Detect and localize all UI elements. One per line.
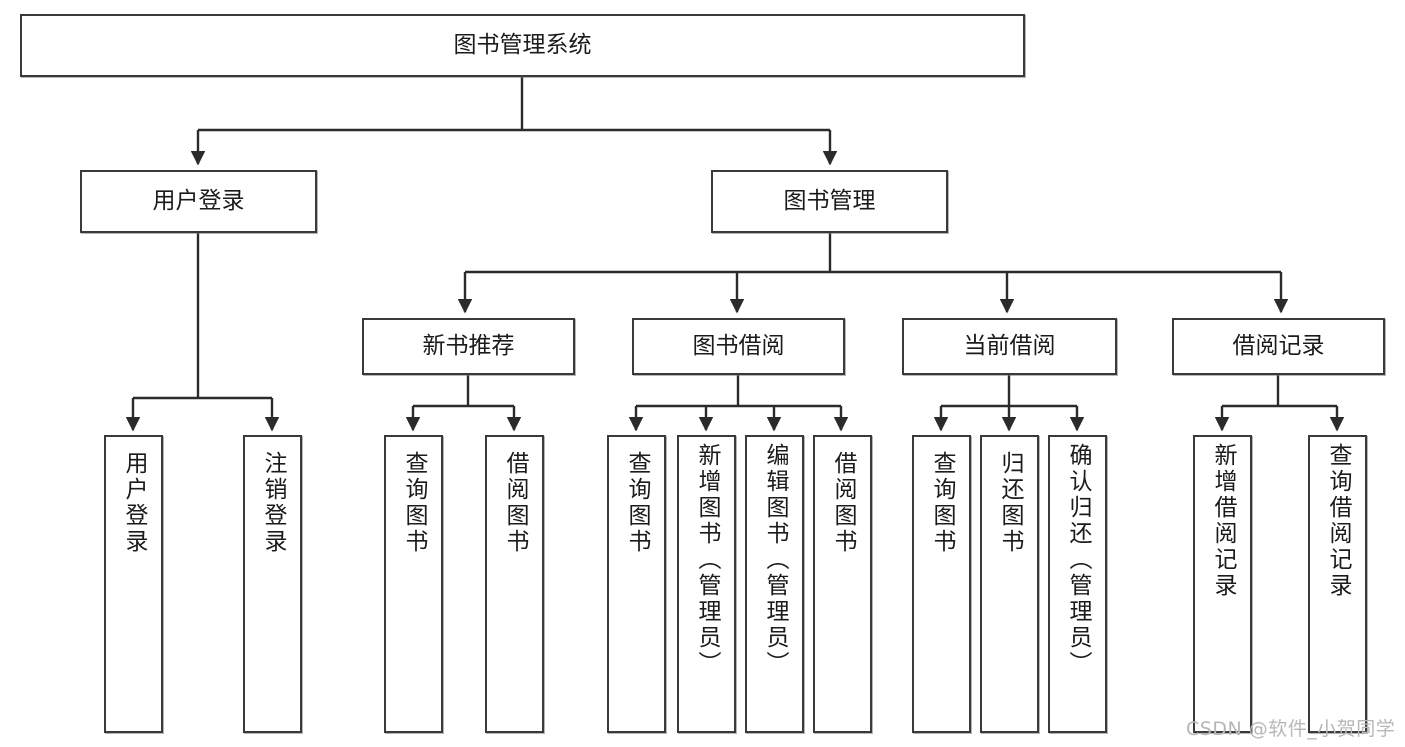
node-book-manage[interactable]: 图书管理 bbox=[711, 170, 948, 233]
node-leaf-user-logout-label: 注销登录 bbox=[260, 451, 286, 555]
node-leaf-add-book-label: 新增图书（管理员） bbox=[694, 443, 720, 677]
node-leaf-query-record[interactable]: 查询借阅记录 bbox=[1308, 435, 1367, 733]
node-borrow-record[interactable]: 借阅记录 bbox=[1172, 318, 1385, 375]
node-leaf-query-book-2-label: 查询图书 bbox=[624, 451, 650, 555]
node-leaf-query-book-1-label: 查询图书 bbox=[401, 451, 427, 555]
node-leaf-borrow-book-1[interactable]: 借阅图书 bbox=[485, 435, 544, 733]
node-leaf-user-login-label: 用户登录 bbox=[121, 451, 147, 555]
watermark: CSDN @软件_小贺同学 bbox=[1186, 718, 1396, 740]
node-new-book-recommend-label: 新书推荐 bbox=[422, 333, 515, 360]
node-leaf-query-book-3[interactable]: 查询图书 bbox=[912, 435, 971, 733]
node-leaf-query-book-2[interactable]: 查询图书 bbox=[607, 435, 666, 733]
node-user-login[interactable]: 用户登录 bbox=[80, 170, 317, 233]
node-leaf-edit-book-label: 编辑图书（管理员） bbox=[762, 443, 788, 677]
node-current-borrow[interactable]: 当前借阅 bbox=[902, 318, 1117, 375]
node-borrow-record-label: 借阅记录 bbox=[1232, 333, 1325, 360]
node-leaf-query-record-label: 查询借阅记录 bbox=[1325, 443, 1351, 599]
node-leaf-return-book[interactable]: 归还图书 bbox=[980, 435, 1039, 733]
node-leaf-confirm-return[interactable]: 确认归还（管理员） bbox=[1048, 435, 1107, 733]
node-book-manage-label: 图书管理 bbox=[783, 188, 876, 215]
node-leaf-add-record[interactable]: 新增借阅记录 bbox=[1193, 435, 1252, 733]
node-leaf-add-book[interactable]: 新增图书（管理员） bbox=[677, 435, 736, 733]
node-user-login-label: 用户登录 bbox=[152, 188, 245, 215]
node-leaf-borrow-book-2[interactable]: 借阅图书 bbox=[813, 435, 872, 733]
node-leaf-add-record-label: 新增借阅记录 bbox=[1210, 443, 1236, 599]
node-leaf-query-book-3-label: 查询图书 bbox=[929, 451, 955, 555]
node-leaf-edit-book[interactable]: 编辑图书（管理员） bbox=[745, 435, 804, 733]
node-book-borrow-label: 图书借阅 bbox=[692, 333, 785, 360]
node-current-borrow-label: 当前借阅 bbox=[963, 333, 1056, 360]
node-leaf-confirm-return-label: 确认归还（管理员） bbox=[1065, 443, 1091, 677]
node-new-book-recommend[interactable]: 新书推荐 bbox=[362, 318, 575, 375]
node-root-label: 图书管理系统 bbox=[453, 32, 592, 59]
node-leaf-user-logout[interactable]: 注销登录 bbox=[243, 435, 302, 733]
node-leaf-borrow-book-1-label: 借阅图书 bbox=[502, 451, 528, 555]
node-root[interactable]: 图书管理系统 bbox=[20, 14, 1025, 77]
node-leaf-return-book-label: 归还图书 bbox=[997, 451, 1023, 555]
node-leaf-user-login[interactable]: 用户登录 bbox=[104, 435, 163, 733]
node-book-borrow[interactable]: 图书借阅 bbox=[632, 318, 845, 375]
node-leaf-borrow-book-2-label: 借阅图书 bbox=[830, 451, 856, 555]
node-leaf-query-book-1[interactable]: 查询图书 bbox=[384, 435, 443, 733]
